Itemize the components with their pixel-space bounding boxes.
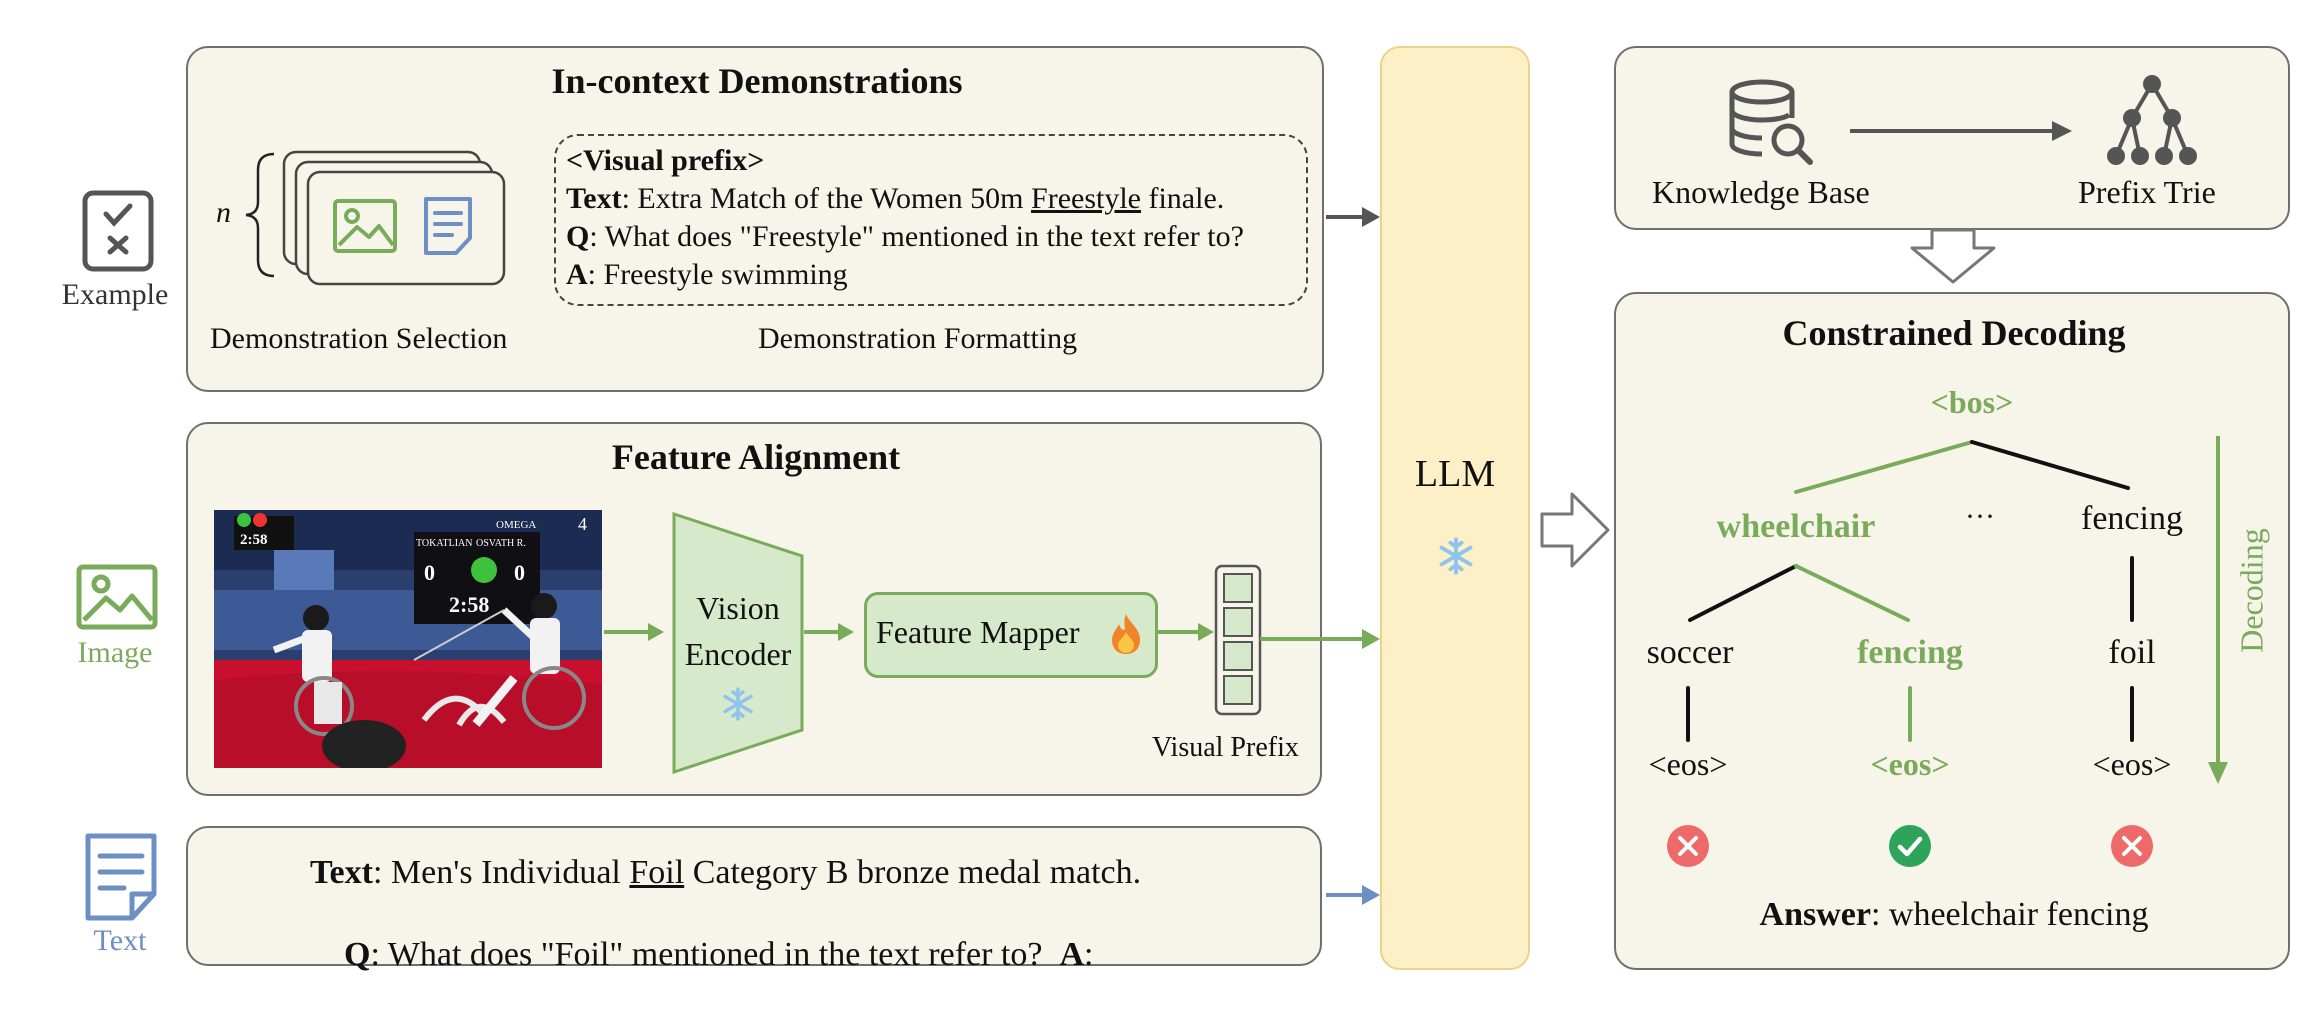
image-label: Image xyxy=(77,636,153,669)
feature-mapper-label: Feature Mapper xyxy=(876,614,1080,650)
demo-question-key: Q xyxy=(566,220,590,253)
encoder-frozen-snowflake-icon xyxy=(720,686,756,727)
reject-icon-right xyxy=(2110,824,2154,873)
query-question-line: Q: What does "Foil" mentioned in the tex… xyxy=(310,898,1093,1012)
demo-text-line: Text: Extra Match of the Women 50m Frees… xyxy=(566,182,1224,216)
n-label: n xyxy=(216,196,231,229)
brace-icon xyxy=(240,150,280,285)
llm-block xyxy=(1380,46,1530,970)
node-soccer: soccer xyxy=(1646,634,1734,671)
query-question-text: : What does "Foil" mentioned in the text… xyxy=(370,936,1060,973)
example-icon xyxy=(82,190,154,272)
demonstration-format-box xyxy=(554,134,1308,306)
scoreboard-time: 2:58 xyxy=(449,592,489,617)
scoreboard-name-left: TOKATLIAN xyxy=(416,538,472,549)
decoding-direction-arrow xyxy=(2206,436,2230,789)
answer-line: Answer: wheelchair fencing xyxy=(1616,896,2292,934)
card-image-icon xyxy=(332,198,398,259)
node-foil: foil xyxy=(2108,634,2156,671)
decoding-panel: Constrained Decoding <bos> wheelchair ··… xyxy=(1614,292,2290,970)
arrow-photo-to-encoder xyxy=(604,620,664,649)
arrow-query-to-llm xyxy=(1326,882,1380,913)
decoding-direction-label: Decoding xyxy=(2233,528,2270,653)
arrow-demos-to-llm xyxy=(1326,204,1380,235)
demo-text-key: Text xyxy=(566,182,622,215)
feature-alignment-title: Feature Alignment xyxy=(611,437,901,477)
knowledge-panel: Knowledge Base Prefix Trie xyxy=(1614,46,2290,230)
node-eos-mid: <eos> xyxy=(1870,746,1950,782)
reject-icon-left xyxy=(1666,824,1710,873)
node-eos-right: <eos> xyxy=(2092,746,2172,782)
node-fencing-mid: fencing xyxy=(1857,634,1963,671)
fencing-photo: 2:58 OMEGA TOKATLIAN OSVATH R. 0 0 2:58 … xyxy=(214,510,602,772)
accept-check-icon xyxy=(1888,824,1932,873)
feature-alignment-panel: Feature Alignment 2:58 OMEGA TOKATLIAN O… xyxy=(186,422,1322,796)
query-question-key: Q xyxy=(344,936,371,973)
llm-frozen-snowflake-icon xyxy=(1436,536,1476,581)
scoreboard-brand: OMEGA xyxy=(496,519,536,531)
demo-answer-text: : Freestyle swimming xyxy=(587,258,848,291)
vision-encoder-label-2: Encoder xyxy=(684,636,792,672)
demo-text-pre: : Extra Match of the Women 50m xyxy=(621,182,1032,215)
arrow-kb-to-trie xyxy=(1850,118,2072,149)
demo-answer-key: A xyxy=(566,258,588,291)
answer-text: : wheelchair fencing xyxy=(1870,896,2149,933)
visual-prefix-tokens xyxy=(1214,564,1262,721)
llm-label: LLM xyxy=(1414,453,1496,495)
hollow-arrow-llm-to-decoding xyxy=(1538,490,1612,575)
visual-prefix-tag: <Visual prefix> xyxy=(566,144,765,177)
card-text-icon xyxy=(422,196,474,261)
scoreboard-score-right: 0 xyxy=(514,560,525,585)
example-label: Example xyxy=(61,278,169,311)
scoreboard-name-right: OSVATH R. xyxy=(476,538,526,549)
scoreboard-top-time: 2:58 xyxy=(240,532,268,548)
demo-question-line: Q: What does "Freestyle" mentioned in th… xyxy=(566,220,1244,254)
query-answer-colon: : xyxy=(1084,936,1094,973)
vision-encoder-label-1: Vision xyxy=(696,590,780,626)
trainable-flame-icon xyxy=(1108,612,1144,661)
node-eos-left: <eos> xyxy=(1648,746,1728,782)
image-icon xyxy=(76,564,158,630)
prefix-trie-icon xyxy=(2102,72,2202,177)
query-text-entity: Foil xyxy=(629,854,685,891)
answer-key: Answer xyxy=(1759,896,1871,933)
text-label: Text xyxy=(93,924,147,957)
database-search-icon xyxy=(1726,78,1816,173)
query-answer-key: A xyxy=(1059,936,1085,973)
arrow-mapper-to-prefix xyxy=(1158,620,1214,649)
scoreboard-small-number: 4 xyxy=(578,514,587,534)
demonstration-cards-stack xyxy=(280,148,520,293)
knowledge-base-label: Knowledge Base xyxy=(1652,174,1870,210)
query-text-key: Text xyxy=(310,854,373,891)
query-panel: Text: Men's Individual Foil Category B b… xyxy=(186,826,1322,973)
visual-prefix-label: Visual Prefix xyxy=(1152,732,1299,763)
vision-encoder xyxy=(672,511,804,779)
demo-text-post: finale. xyxy=(1140,182,1225,215)
demonstrations-title: In-context Demonstrations xyxy=(551,61,963,101)
query-text-line: Text: Men's Individual Foil Category B b… xyxy=(310,854,1141,892)
demo-text-entity: Freestyle xyxy=(1031,182,1141,215)
scoreboard-score-left: 0 xyxy=(424,560,435,585)
node-bos: <bos> xyxy=(1930,384,2014,420)
node-ellipsis: ··· xyxy=(1965,500,1995,533)
arrow-prefix-to-llm xyxy=(1260,626,1380,657)
node-wheelchair: wheelchair xyxy=(1716,508,1876,545)
demonstration-formatting-label: Demonstration Formatting xyxy=(758,322,1078,355)
decoding-tree-edges xyxy=(1616,294,2292,977)
demonstrations-panel: In-context Demonstrations n <Visual pref xyxy=(186,46,1324,392)
text-doc-icon xyxy=(80,832,162,922)
hollow-arrow-down xyxy=(1908,228,1998,289)
decoding-title: Constrained Decoding xyxy=(1782,313,2126,353)
arrow-encoder-to-mapper xyxy=(804,620,854,649)
demo-question-text: : What does "Freestyle" mentioned in the… xyxy=(589,220,1244,253)
prefix-trie-label: Prefix Trie xyxy=(2078,174,2216,210)
node-fencing-top: fencing xyxy=(2081,500,2183,537)
query-text-pre: : Men's Individual xyxy=(372,854,630,891)
feature-mapper-box xyxy=(864,592,1158,678)
query-text-post: Category B bronze medal match. xyxy=(684,854,1142,891)
demo-answer-line: A: Freestyle swimming xyxy=(566,258,848,292)
demonstration-selection-label: Demonstration Selection xyxy=(210,322,508,355)
